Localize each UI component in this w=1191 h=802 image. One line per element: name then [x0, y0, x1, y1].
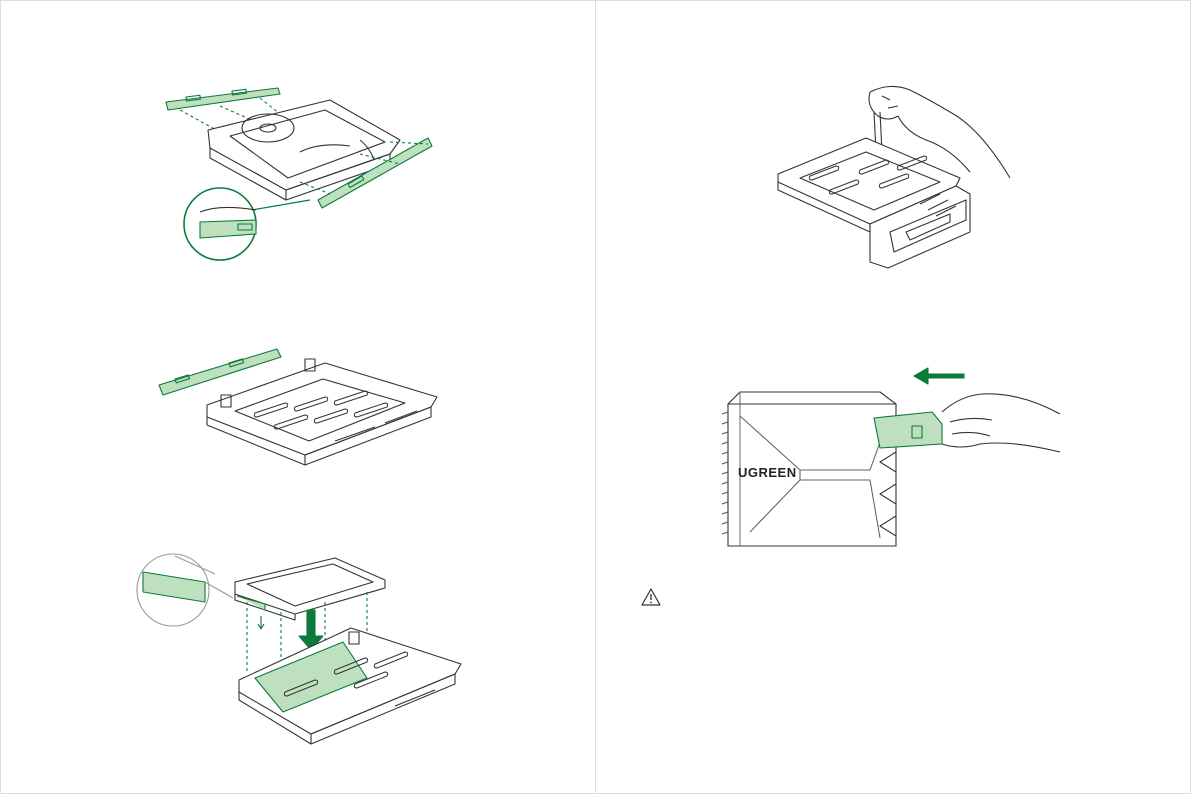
figure-insert-tray-enclosure [720, 360, 1070, 550]
figure-ssd-tray-rail [155, 345, 450, 490]
warning-triangle-icon [640, 587, 662, 607]
arrow-left-icon [914, 368, 964, 384]
figure-screwdriver-fastening [770, 82, 1030, 272]
figure-hdd-rails [160, 82, 460, 267]
page-divider [595, 0, 596, 794]
figure-ssd-into-tray [135, 552, 470, 802]
brand-logo: UGREEN [738, 465, 797, 480]
